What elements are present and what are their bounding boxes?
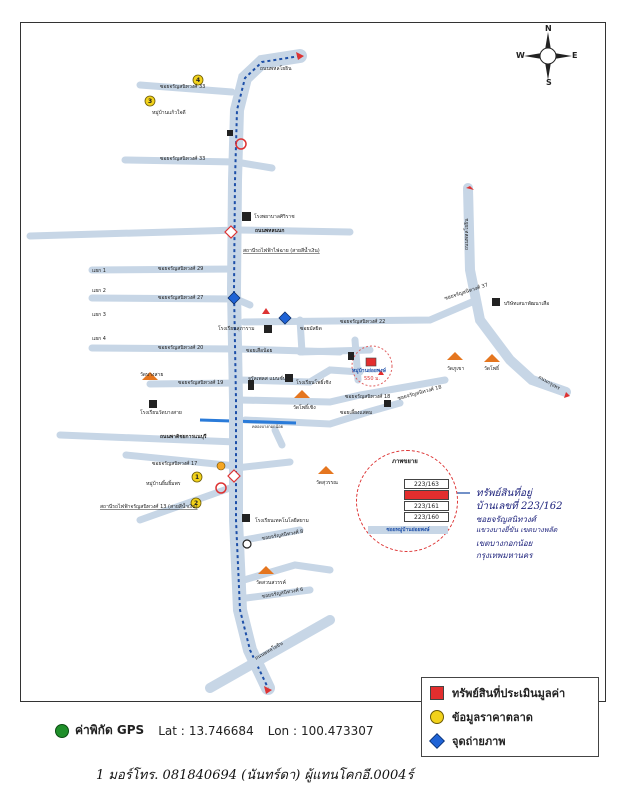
red-flag <box>262 308 270 314</box>
place-label: หมู่บ้านยิ้มยิ้มพร <box>146 478 181 487</box>
right-road <box>463 183 571 398</box>
place-label: โรงพยาบาลศิริราช <box>254 213 295 220</box>
place-label: วัดโพธิ์ <box>484 364 500 372</box>
marker-number: 3 <box>148 98 152 105</box>
legend-label: จุดถ่ายภาพ <box>452 735 506 748</box>
place-label: จรัลเพลส แมนชั่น <box>248 375 287 382</box>
marker-number: 2 <box>194 500 198 507</box>
road-label-pracha: ถนนพหลนนก <box>255 228 284 234</box>
marker-number: 1 <box>195 474 199 481</box>
footer-note: 1 มอร์โทร. 081840694 (นันทร์ดา) ผู้แทนโค… <box>96 768 414 783</box>
place-label: โรงเรียนโพธิ์เชิง <box>296 378 332 386</box>
lat-value: 13.746684 <box>188 723 254 738</box>
place-label: วัดสุวรรณ <box>316 480 338 486</box>
annotation-line: เขตบางกอกน้อย <box>476 539 533 548</box>
place-label: วัดบางสาย <box>140 372 163 378</box>
annotation-line: บ้านเลขที่ 223/162 <box>476 501 563 512</box>
place-label: หมู่บ้านแก้วใจดี <box>152 109 186 116</box>
compass-n: N <box>545 24 552 33</box>
inset-title: ภาพขยาย <box>392 458 418 465</box>
place-label: สถานีรถไฟฟ้าจรัญสนิทวงศ์ 13 (สายสีน้ำเงิ… <box>100 501 198 510</box>
place-label: โรงเรียนเทคโนโลยีสยาม <box>255 517 309 524</box>
legend-item-market: ข้อมูลราคาตลาด <box>430 708 533 726</box>
soi-label: ซอยจรัญสนิทวงศ์ 29 <box>158 265 203 272</box>
annotation-line: ทรัพย์สินที่อยู่ <box>476 488 532 499</box>
road-label-phahon-sub: ถนนพาดิชยการแนบุรี <box>160 433 207 440</box>
place-label: ซอยเลี้ยงแสตม <box>340 407 372 416</box>
compass-w: W <box>516 51 525 60</box>
yellow-circle-icon <box>430 710 444 724</box>
inset-plot-subject <box>404 490 449 500</box>
annotation-line: ซอยจรัญสนิทวงศ์ <box>476 515 536 524</box>
place-label: วัดโพธิ์เชิง <box>293 403 316 411</box>
soi-label: ซอยจรัญสนิทวงศ์ 18 <box>345 393 390 400</box>
red-square-icon <box>430 686 444 700</box>
marker-number: 4 <box>196 77 200 84</box>
soi-network <box>26 81 476 602</box>
annotation-line: แขวงบางยี่ขัน เขตบางพลัด <box>476 526 558 534</box>
soi-label: ซอยจรัญสนิทวงศ์ 17 <box>152 460 197 467</box>
photo-points <box>227 291 292 325</box>
building-icons <box>149 130 500 522</box>
alley-label: แยก 3 <box>92 312 106 318</box>
legend-item-photo: จุดถ่ายภาพ <box>429 732 506 750</box>
place-label: คลองบางกอกน้อย <box>252 424 283 429</box>
place-label: บริษัทเสนาพัฒนาเสือ <box>504 300 549 307</box>
alley-label: แยก 1 <box>92 268 106 274</box>
main-road <box>226 49 307 695</box>
place-label: ซอยเสือน้อย <box>246 347 273 354</box>
shell-icons <box>215 138 247 494</box>
soi-label: ซอยจรัญสนิทวงศ์ 27 <box>158 294 203 301</box>
legend-label: ข้อมูลราคาตลาด <box>452 711 533 724</box>
lower-road <box>205 615 335 693</box>
place-label: โรงเรียนสุภาราม <box>218 325 255 332</box>
soi-label: ซอยจรัญสนิทวงศ์ 22 <box>340 318 385 325</box>
compass-s: S <box>546 78 552 87</box>
road-label-main-north: ถนนพหลโยธิน <box>260 65 292 72</box>
alley-label: แยก 4 <box>92 336 106 342</box>
place-label: สถานีรถไฟฟ้าไฟฉาย (สายสีน้ำเงิน) <box>243 245 320 254</box>
lon-value: 100.473307 <box>301 723 374 738</box>
road-label-right: ถนนพหลโยธิน <box>463 218 470 250</box>
temple-icons <box>142 352 500 574</box>
compass-e: E <box>572 51 578 60</box>
pin-icon <box>242 539 252 549</box>
gps-dot-icon <box>55 723 69 738</box>
soi-label: ซอยจรัญสนิทวงศ์ 20 <box>158 344 203 351</box>
station-icons <box>224 225 241 483</box>
subject-marker <box>378 370 384 375</box>
compass-icon <box>524 32 572 80</box>
lat-label: Lat : <box>158 723 185 738</box>
khlong <box>199 418 297 425</box>
alley-label: แยก 2 <box>92 288 106 294</box>
place-label: หมู่บ้านย่อยพงษ์ <box>352 367 387 375</box>
inset-plot: 223/161 <box>404 501 449 511</box>
annotation-line: กรุงเทพมหานคร <box>476 551 533 560</box>
legend-item-subject: ทรัพย์สินที่ประเมินมูลค่า <box>430 684 565 702</box>
subject-area-circle <box>351 345 393 387</box>
soi-label: ซอยจรัญสนิทวงศ์ 33 <box>160 155 205 162</box>
inset-plot: 223/160 <box>404 512 449 522</box>
blue-diamond-icon <box>429 733 445 749</box>
soi-label: ซอยจรัญสนิทวงศ์ 33 <box>160 83 205 90</box>
inset-soi-label: ซอยหมู่บ้านย่อยพงษ์ <box>368 526 448 534</box>
legend-box: ทรัพย์สินที่ประเมินมูลค่า ข้อมูลราคาตลาด… <box>421 677 599 757</box>
place-label: วัดสวนสวรรค์ <box>256 579 286 586</box>
map-frame <box>20 22 606 702</box>
subject-property <box>365 357 377 367</box>
compass-rose: N S E W <box>516 24 578 87</box>
distance-label: 550 ม. <box>364 376 380 382</box>
gps-coordinates: ค่าพิกัด GPS Lat : 13.746684 Lon : 100.4… <box>55 721 374 740</box>
gps-label: ค่าพิกัด GPS <box>75 723 145 737</box>
place-label: ซอยมัสยิด <box>300 325 322 332</box>
market-points <box>144 74 226 509</box>
soi-label: ซอยจรัญสนิทวงศ์ 19 <box>178 379 223 386</box>
legend-label: ทรัพย์สินที่ประเมินมูลค่า <box>452 687 566 700</box>
place-label: วัดภูเขา <box>447 366 464 372</box>
place-label: โรงเรียนวัดบางสาย <box>140 409 182 416</box>
lon-label: Lon : <box>267 723 297 738</box>
inset-plot: 223/163 <box>404 479 449 489</box>
